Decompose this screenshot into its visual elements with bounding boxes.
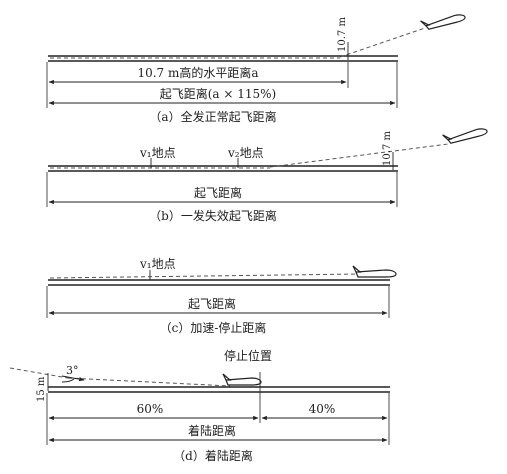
caption-b: （b）一发失效起飞距离 <box>149 208 277 223</box>
panel-b: v₁地点 v₂地点 10.7 m 起飞距离 （b）一发失效起飞距离 <box>46 128 488 223</box>
height-label-d: 15 m <box>36 376 47 402</box>
airplane-icon <box>222 373 262 386</box>
airplane-icon <box>420 14 466 30</box>
stop-label-d: 停止位置 <box>224 348 272 363</box>
v1-label-c: v₁地点 <box>139 257 176 271</box>
caption-a: （a）全发正常起飞距离 <box>149 109 276 124</box>
caption-d: （d）着陆距离 <box>173 448 253 463</box>
ground-roll-c <box>49 273 361 279</box>
approach-arrow-d <box>61 375 85 382</box>
panel-d: 3° 15 m 停止位置 60% 40% 着陆距离 （d）着陆距离 <box>9 348 390 463</box>
airplane-icon <box>352 265 397 278</box>
distance-label-c: 起飞距离 <box>188 296 236 311</box>
landing-label-d: 着陆距离 <box>188 423 236 438</box>
angle-label-d: 3° <box>66 364 79 377</box>
v2-label-b: v₂地点 <box>227 146 264 160</box>
approach-path-d <box>9 367 69 379</box>
panel-a: 10.7 m 10.7 m高的水平距离a 起飞距离(a × 115%) （a）全… <box>46 14 466 124</box>
airplane-icon <box>442 128 488 144</box>
pct-40-label: 40% <box>309 402 336 416</box>
climb-path-b <box>269 143 449 168</box>
height-label-a: 10.7 m <box>337 17 348 52</box>
horizontal-label-a: 10.7 m高的水平距离a <box>137 65 258 80</box>
panel-c: v₁地点 起飞距离 （c）加速-停止距离 <box>46 257 397 335</box>
climb-path-a <box>339 27 426 58</box>
pct-60-label: 60% <box>137 402 164 416</box>
v1-label-b: v₁地点 <box>139 146 176 160</box>
takeoff-label-b: 起飞距离 <box>194 185 242 200</box>
flare-path-d <box>67 377 231 387</box>
angle-arc-d <box>61 378 75 383</box>
height-label-b: 10.7 m <box>382 131 393 166</box>
caption-c: （c）加速-停止距离 <box>160 320 267 335</box>
takeoff-label-a: 起飞距离(a × 115%) <box>160 86 277 101</box>
